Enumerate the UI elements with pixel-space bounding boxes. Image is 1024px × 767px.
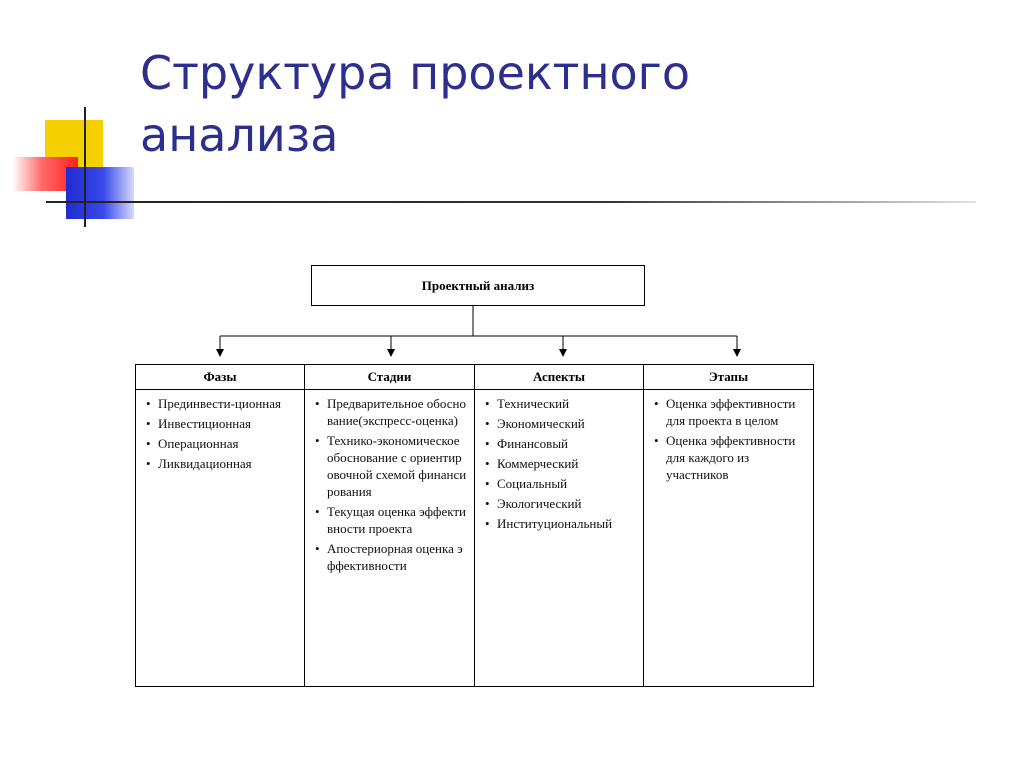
list-item: Апостериорная оценка эффективности [309, 540, 467, 574]
list-item: Инвестиционная [140, 415, 300, 432]
list-item: Социальный [479, 475, 637, 492]
column-header-label: Стадии [367, 368, 412, 384]
list-item: Операционная [140, 435, 300, 452]
column-divider [474, 364, 475, 687]
list-item: Технико-экономическое обоснование с орие… [309, 432, 467, 500]
column-list-phases: Прединвести-ционная Инвестиционная Опера… [140, 395, 300, 683]
list-item: Прединвести-ционная [140, 395, 300, 412]
list-item: Коммерческий [479, 455, 637, 472]
list-item: Ликвидационная [140, 455, 300, 472]
column-header-stages: Стадии [305, 364, 474, 390]
slide-title-text: Структура проектного анализа [140, 46, 690, 162]
column-list-aspects: Технический Экономический Финансовый Ком… [479, 395, 637, 683]
list-item: Экологический [479, 495, 637, 512]
root-label: Проектный анализ [421, 277, 535, 293]
decor-vertical-line [84, 107, 86, 227]
column-header-label: Фазы [203, 368, 237, 384]
decor-blue-square [66, 167, 134, 219]
slide-title: Структура проектного анализа [140, 42, 840, 166]
list-item: Оценка эффективности для каждого из учас… [648, 432, 806, 483]
column-divider [304, 364, 305, 687]
column-list-stages: Предварительное обоснование(экспресс-оце… [309, 395, 467, 683]
column-header-phases: Фазы [136, 364, 304, 390]
title-underline [46, 201, 976, 203]
list-item: Экономический [479, 415, 637, 432]
list-item: Предварительное обоснование(экспресс-оце… [309, 395, 467, 429]
list-item: Текущая оценка эффективности проекта [309, 503, 467, 537]
list-item: Финансовый [479, 435, 637, 452]
column-header-label: Этапы [708, 368, 749, 384]
list-item: Институциональный [479, 515, 637, 532]
column-header-steps: Этапы [644, 364, 813, 390]
column-divider [643, 364, 644, 687]
column-list-steps: Оценка эффективности для проекта в целом… [648, 395, 806, 683]
column-header-aspects: Аспекты [475, 364, 643, 390]
column-header-label: Аспекты [532, 368, 586, 384]
list-item: Технический [479, 395, 637, 412]
list-item: Оценка эффективности для проекта в целом [648, 395, 806, 429]
root-node: Проектный анализ [311, 265, 645, 306]
